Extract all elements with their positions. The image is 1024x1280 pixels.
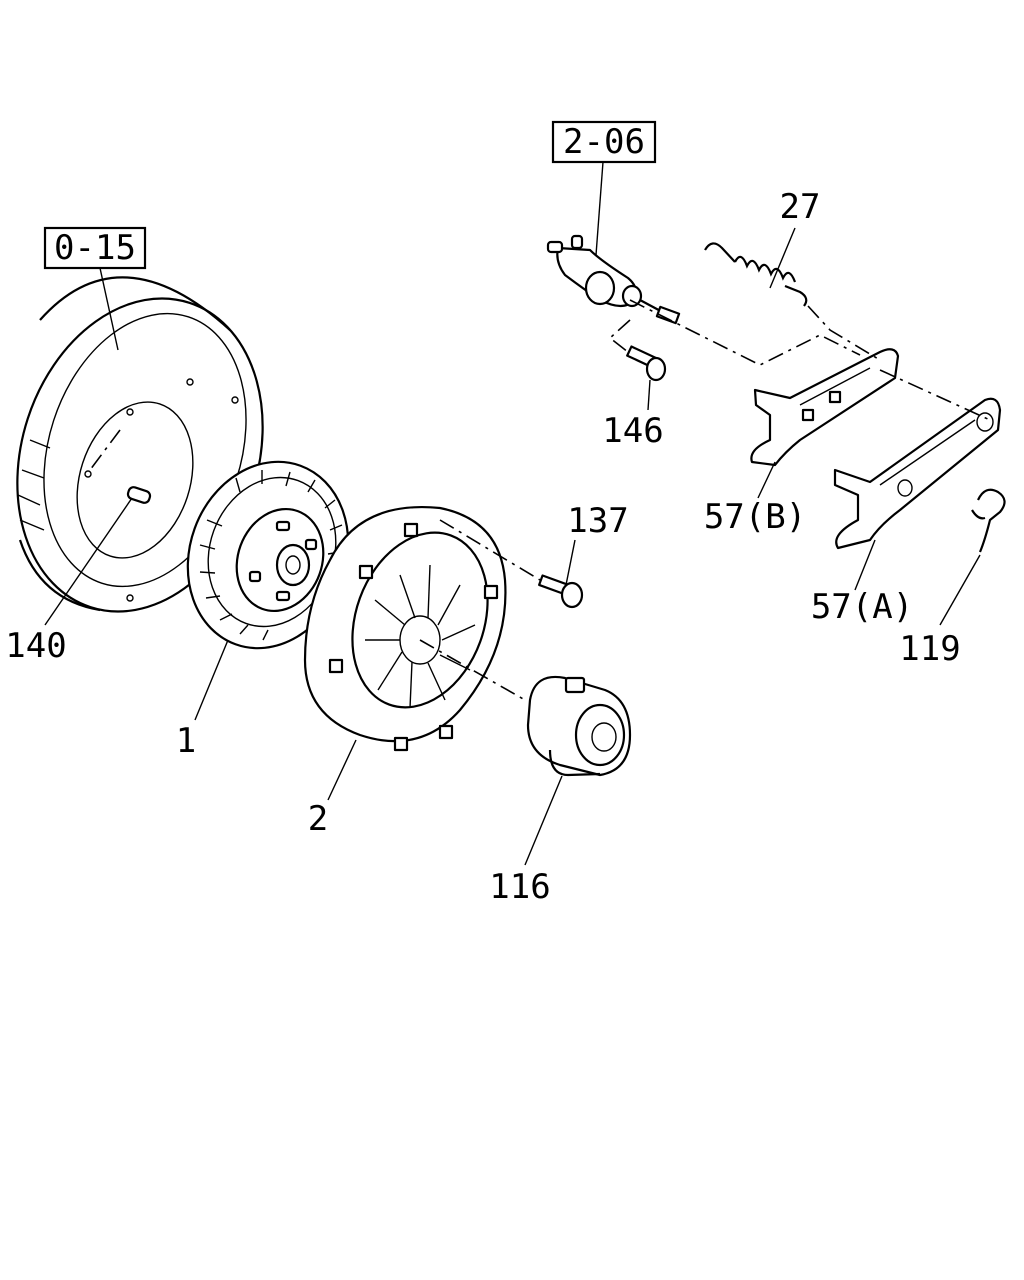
clutch-disc [186,460,350,650]
label-146: 146 [602,411,663,451]
pressure-plate [303,506,507,752]
release-bearing [526,675,632,777]
label-137: 137 [567,501,628,541]
clip-119 [971,488,1006,553]
bolt-146 [626,345,667,382]
label-116: 116 [489,867,550,907]
return-spring [704,242,808,307]
ref-2-06-text: 2-06 [563,122,645,162]
ref-box-0-15: 0-15 [43,226,147,270]
label-57b: 57(B) [704,497,806,537]
bolt-137 [538,574,584,609]
ref-0-15-text: 0-15 [54,228,136,268]
label-119: 119 [899,629,960,669]
label-2: 2 [308,799,328,839]
release-fork-57a [833,397,1002,550]
leader-lines [44,161,981,866]
label-1: 1 [176,721,196,761]
slave-cylinder [546,234,681,325]
label-140: 140 [5,626,66,666]
label-27: 27 [780,187,821,227]
ref-box-2-06: 2-06 [551,120,657,164]
label-57a: 57(A) [811,587,913,627]
center-lines [89,299,991,701]
release-fork-57b [750,348,900,467]
